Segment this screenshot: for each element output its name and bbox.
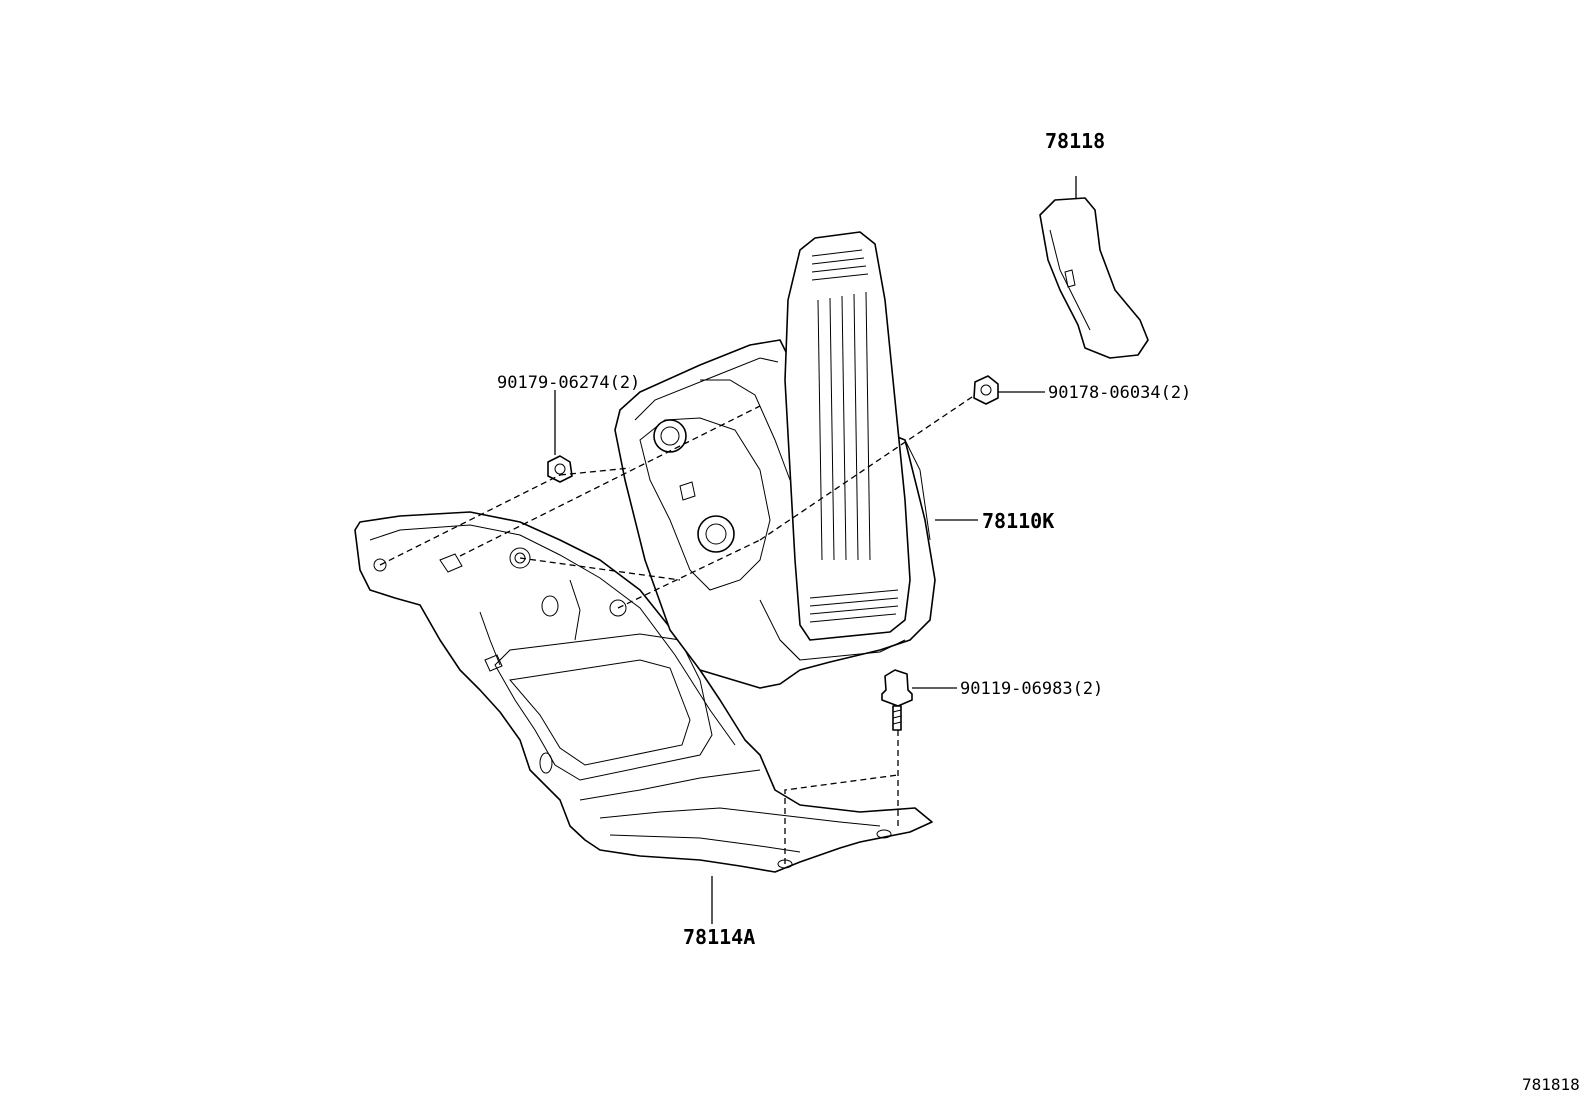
pedal-assembly-78110k-drawing[interactable] <box>614 231 936 689</box>
label-pedal-assembly: 78110K <box>982 509 1054 533</box>
label-pad: 78118 <box>1045 129 1105 153</box>
leader-lines <box>554 176 1077 924</box>
label-bracket: 78114A <box>683 925 755 949</box>
label-nut-right: 90178-06034(2) <box>1048 383 1191 403</box>
nut-right-drawing[interactable] <box>973 375 999 405</box>
diagram-reference-number: 781818 <box>1522 1075 1580 1094</box>
label-nut-left: 90179-06274(2) <box>497 373 640 393</box>
bolt-drawing[interactable] <box>881 669 913 731</box>
assembly-lines <box>379 394 976 864</box>
pedal-pad-78118-drawing[interactable] <box>1039 197 1149 359</box>
nut-left-drawing[interactable] <box>547 455 573 483</box>
label-bolt: 90119-06983(2) <box>960 679 1103 699</box>
